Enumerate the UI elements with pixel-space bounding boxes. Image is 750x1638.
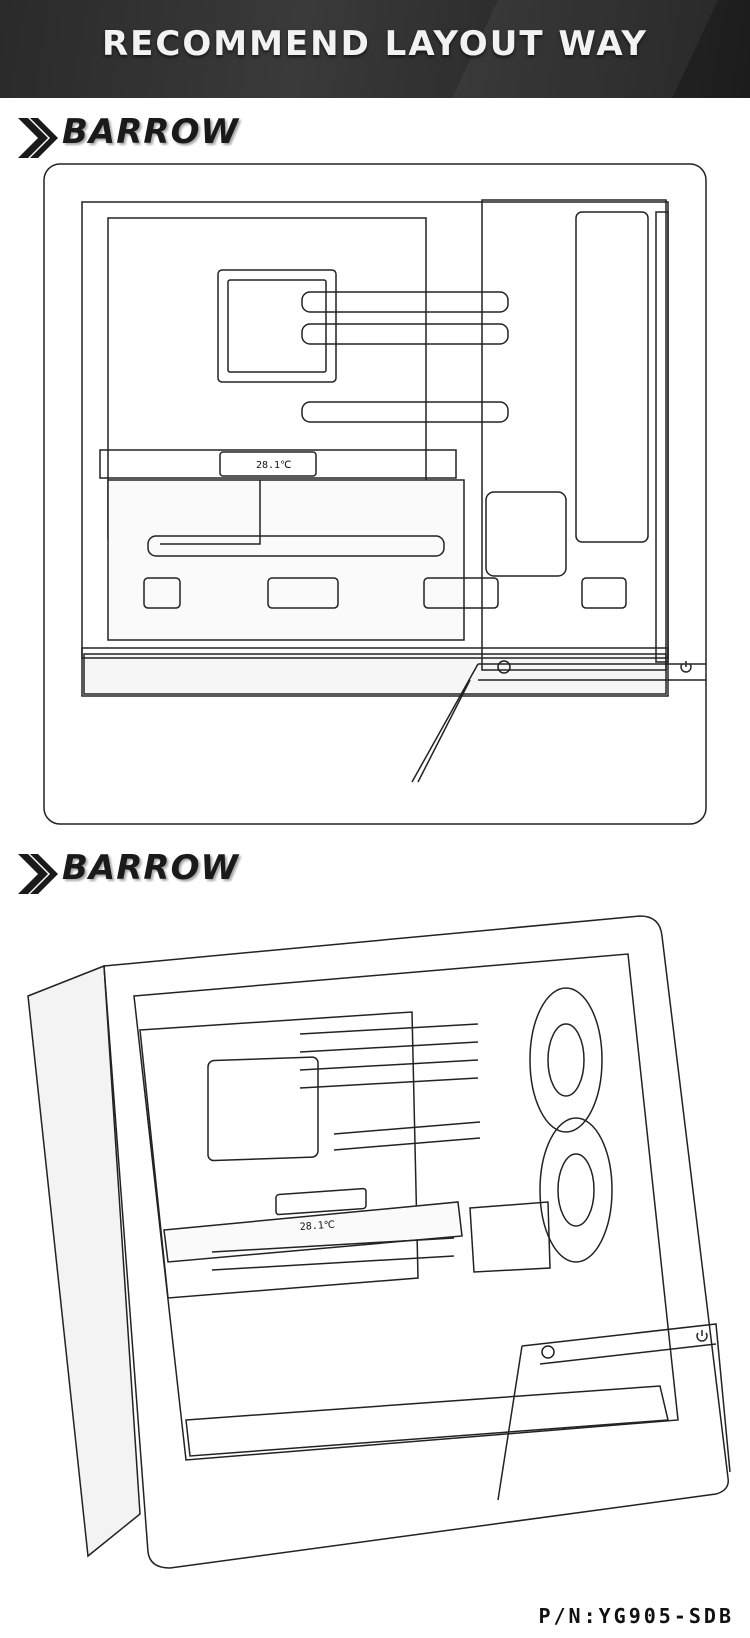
header-banner: RECOMMEND LAYOUT WAY: [0, 0, 750, 98]
barrow-chevron-icon: [18, 854, 58, 894]
part-number: P/N:YG905-SDB: [538, 1604, 734, 1628]
brand-name: BARROW: [62, 112, 239, 152]
barrow-chevron-icon: [18, 118, 58, 158]
banner-title: RECOMMEND LAYOUT WAY: [102, 24, 648, 64]
temp-readout: 28.1℃: [299, 1220, 335, 1233]
power-icon: [696, 1330, 708, 1342]
brand-logo-bottom: BARROW: [16, 848, 276, 898]
case-perspective-view: 28.1℃: [27, 915, 731, 1569]
brand-name: BARROW: [62, 848, 239, 888]
brand-logo-top: BARROW: [16, 112, 276, 162]
temp-readout: 28.1℃: [256, 460, 291, 471]
power-icon: [680, 661, 692, 673]
case-front-view: 28.1℃: [43, 163, 707, 825]
